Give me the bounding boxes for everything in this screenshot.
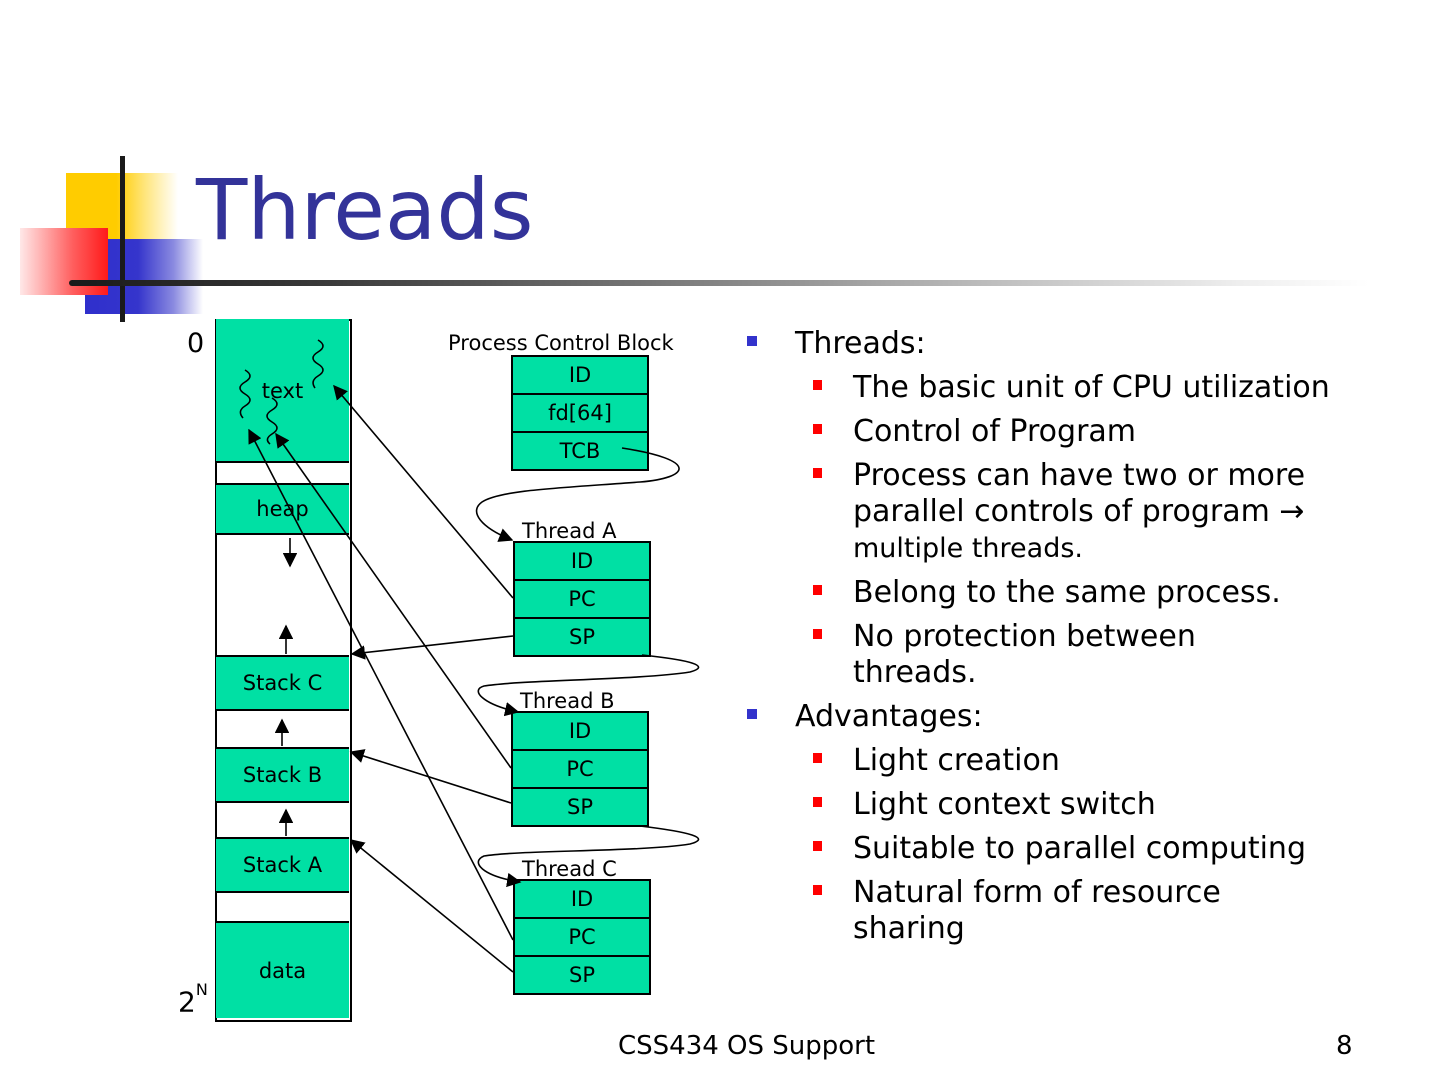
bullet-text-line: Natural form of resource	[853, 875, 1221, 910]
thread-b-sp-arrow	[349, 749, 512, 804]
thread-c-block: ID PC SP	[513, 879, 651, 995]
address-high-label: 2N	[178, 982, 208, 1019]
segment-data-label: data	[258, 958, 307, 983]
pcb-block: ID fd[64] TCB	[511, 355, 649, 471]
segment-stack-a-label: Stack A	[242, 853, 323, 877]
bullet-square-icon	[813, 629, 822, 639]
bullet-advantages: Advantages:	[745, 699, 1425, 735]
bullet-text-line: threads.	[853, 655, 977, 690]
segment-stack-a: Stack A	[216, 837, 349, 893]
sub-bullet: Suitable to parallel computing	[745, 831, 1425, 867]
bullet-text-line: parallel controls of program →	[853, 494, 1305, 529]
bullet-text: Threads:	[795, 326, 926, 361]
bullet-square-icon	[813, 841, 822, 851]
thread-c-sp-arrow	[349, 839, 514, 973]
thread-a-sp: SP	[569, 625, 595, 649]
bullet-text: Belong to the same process.	[853, 575, 1281, 610]
thread-c-pc: PC	[515, 919, 649, 957]
bullet-threads: Threads:	[745, 326, 1425, 362]
segment-stack-b: Stack B	[216, 747, 349, 803]
thread-a-block: ID PC SP	[513, 541, 651, 657]
bullet-text-line: No protection between	[853, 619, 1196, 654]
bullet-square-icon	[813, 753, 822, 763]
address-low-label: 0	[187, 328, 205, 359]
bullet-text-line: multiple threads.	[853, 533, 1083, 564]
thread-a-pc-arrow	[333, 384, 514, 599]
address-high-exponent: N	[195, 980, 208, 999]
sub-bullet: The basic unit of CPU utilization	[745, 370, 1425, 406]
bullet-square-icon	[813, 797, 822, 807]
thread-a-sp-arrow	[350, 635, 514, 660]
bullet-text-line: Process can have two or more	[853, 458, 1306, 493]
decor-vertical-line	[120, 156, 125, 322]
sub-bullet: Light creation	[745, 743, 1425, 779]
segment-text: text	[216, 319, 349, 463]
pcb-field-tcb: TCB	[559, 439, 601, 463]
thread-b-id: ID	[513, 713, 647, 751]
bullet-square-icon	[813, 380, 822, 390]
bullet-square-icon	[813, 885, 822, 895]
slide-title: Threads	[196, 161, 534, 259]
thread-b-block: ID PC SP	[511, 711, 649, 827]
bullet-text: Light context switch	[853, 787, 1156, 822]
bullet-square-icon	[813, 585, 822, 595]
slide-footer: CSS434 OS Support	[618, 1031, 876, 1061]
thread-a-title: Thread A	[522, 519, 617, 543]
sub-bullet: Control of Program	[745, 414, 1425, 450]
bullet-text: Control of Program	[853, 414, 1137, 449]
bullet-list: Threads: The basic unit of CPU utilizati…	[745, 326, 1425, 955]
sub-bullet: Belong to the same process.	[745, 575, 1425, 611]
segment-data: data	[216, 921, 349, 1018]
thread-c-sp: SP	[569, 963, 595, 987]
segment-text-label: text	[261, 379, 304, 403]
bullet-text: Light creation	[853, 743, 1060, 778]
sub-bullet: Light context switch	[745, 787, 1425, 823]
thread-b-pc: PC	[513, 751, 647, 789]
bullet-text: Suitable to parallel computing	[853, 831, 1306, 866]
pcb-field-id: ID	[513, 357, 647, 395]
bullet-text-line: sharing	[853, 911, 965, 946]
bullet-text: Advantages:	[795, 699, 983, 734]
pcb-title: Process Control Block	[448, 331, 674, 355]
thread-c-id: ID	[515, 881, 649, 919]
segment-heap-label: heap	[256, 497, 309, 521]
thread-c-title: Thread C	[522, 857, 617, 881]
bullet-square-icon	[813, 424, 822, 434]
segment-heap: heap	[216, 483, 349, 535]
segment-stack-c: Stack C	[216, 655, 349, 711]
thread-b-sp: SP	[567, 795, 593, 819]
address-high-base: 2	[178, 985, 196, 1019]
slide-page-number: 8	[1336, 1031, 1353, 1061]
thread-b-title: Thread B	[520, 689, 615, 713]
bullet-square-icon	[813, 468, 822, 478]
pcb-field-fd: fd[64]	[513, 395, 647, 433]
title-underline	[69, 280, 1369, 286]
thread-a-id: ID	[515, 543, 649, 581]
segment-stack-b-label: Stack B	[242, 763, 323, 787]
bullet-text: The basic unit of CPU utilization	[853, 370, 1330, 405]
bullet-square-icon	[747, 336, 757, 346]
thread-a-pc: PC	[515, 581, 649, 619]
bullet-square-icon	[747, 709, 757, 719]
segment-stack-c-label: Stack C	[242, 671, 323, 695]
